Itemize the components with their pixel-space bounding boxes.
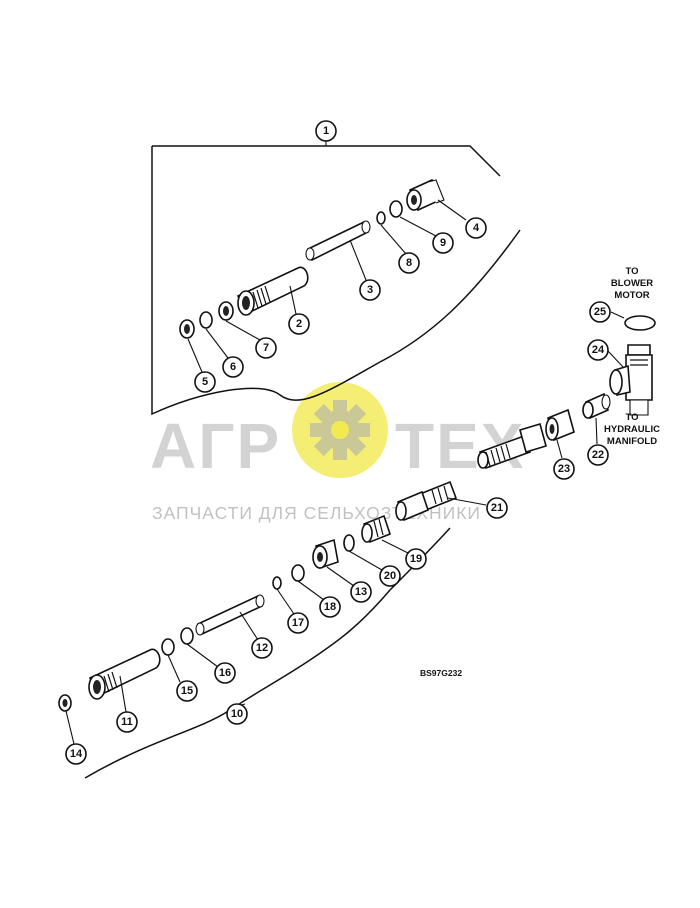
nut-13: [312, 538, 339, 570]
svg-text:3: 3: [367, 284, 373, 296]
watermark-brand-left: АГР: [150, 410, 281, 482]
svg-text:18: 18: [324, 601, 336, 613]
svg-text:20: 20: [384, 570, 396, 582]
o-ring-18: [291, 564, 305, 582]
svg-text:11: 11: [121, 716, 133, 728]
tee-24: [609, 344, 653, 416]
callout-21: 21: [486, 497, 508, 519]
o-ring-20: [343, 534, 355, 552]
note-to-hydraulic-manifold: TO HYDRAULIC MANIFOLD: [604, 412, 660, 447]
callout-9: 9: [432, 232, 454, 254]
svg-text:HYDRAULIC: HYDRAULIC: [604, 424, 660, 435]
callout-13: 13: [350, 581, 372, 603]
callout-22: 22: [587, 444, 609, 466]
o-ring-16: [180, 627, 194, 645]
ring-8: [376, 211, 386, 225]
svg-text:17: 17: [292, 617, 304, 629]
svg-text:7: 7: [263, 342, 269, 354]
svg-text:MANIFOLD: MANIFOLD: [607, 436, 657, 447]
callout-11: 11: [116, 711, 138, 733]
assembly-10-boundary: [84, 527, 451, 779]
svg-text:19: 19: [410, 553, 422, 565]
seal-5: [179, 319, 195, 339]
callout-1: 1: [315, 120, 337, 142]
gear-icon: [292, 382, 388, 478]
svg-text:BLOWER: BLOWER: [611, 278, 653, 289]
svg-text:13: 13: [355, 586, 367, 598]
callout-2: 2: [288, 313, 310, 335]
hose-fitting-21: [395, 422, 547, 522]
barrel-11: [88, 648, 161, 700]
callout-24: 24: [587, 339, 609, 361]
callout-7: 7: [255, 337, 277, 359]
nut-23: [545, 408, 575, 442]
barrel-2: [236, 266, 309, 316]
svg-text:12: 12: [256, 642, 268, 654]
o-ring-25: [624, 315, 656, 331]
callout-23: 23: [553, 458, 575, 480]
svg-text:5: 5: [202, 376, 208, 388]
rod-3: [305, 220, 371, 262]
callout-25: 25: [589, 301, 611, 323]
svg-text:8: 8: [406, 257, 412, 269]
ring-15: [161, 638, 175, 656]
svg-text:21: 21: [491, 502, 503, 514]
svg-text:6: 6: [230, 361, 236, 373]
rod-12: [195, 594, 265, 636]
seal-14: [58, 694, 72, 712]
callouts: 1 2 3 4 5 6 7 8 9 10 11 12 13 14 15 16 1…: [65, 120, 611, 765]
callout-3: 3: [359, 279, 381, 301]
callout-19: 19: [405, 548, 427, 570]
callout-5: 5: [194, 371, 216, 393]
svg-text:4: 4: [473, 222, 480, 234]
svg-text:25: 25: [594, 306, 606, 318]
svg-text:TO: TO: [625, 412, 638, 423]
svg-text:9: 9: [440, 237, 446, 249]
callout-4: 4: [465, 217, 487, 239]
callout-17: 17: [287, 612, 309, 634]
callout-6: 6: [222, 356, 244, 378]
callout-14: 14: [65, 743, 87, 765]
svg-text:22: 22: [592, 449, 604, 461]
callout-18: 18: [319, 596, 341, 618]
svg-text:16: 16: [219, 667, 231, 679]
o-ring-6: [199, 311, 213, 329]
svg-text:10: 10: [231, 708, 243, 720]
fitting-4: [406, 178, 445, 212]
svg-text:2: 2: [296, 318, 302, 330]
o-ring-9: [389, 200, 403, 218]
assembly-1-boundary: [151, 145, 521, 416]
svg-text:MOTOR: MOTOR: [614, 290, 649, 301]
callout-12: 12: [251, 637, 273, 659]
fitting-19: [361, 514, 391, 544]
leader-lines: [65, 141, 625, 745]
svg-text:24: 24: [592, 344, 605, 356]
callout-15: 15: [176, 680, 198, 702]
callout-8: 8: [398, 252, 420, 274]
svg-text:TO: TO: [625, 266, 638, 277]
figure-reference-code: BS97G232: [420, 668, 462, 678]
svg-text:14: 14: [70, 748, 83, 760]
svg-text:1: 1: [323, 125, 329, 137]
note-to-blower-motor: TO BLOWER MOTOR: [611, 266, 653, 301]
fitting-22: [582, 392, 611, 420]
svg-text:15: 15: [181, 685, 193, 697]
seal-7: [218, 301, 234, 321]
callout-20: 20: [379, 565, 401, 587]
ring-17: [272, 576, 282, 590]
callout-16: 16: [214, 662, 236, 684]
callout-10: 10: [226, 703, 248, 725]
svg-text:23: 23: [558, 463, 570, 475]
